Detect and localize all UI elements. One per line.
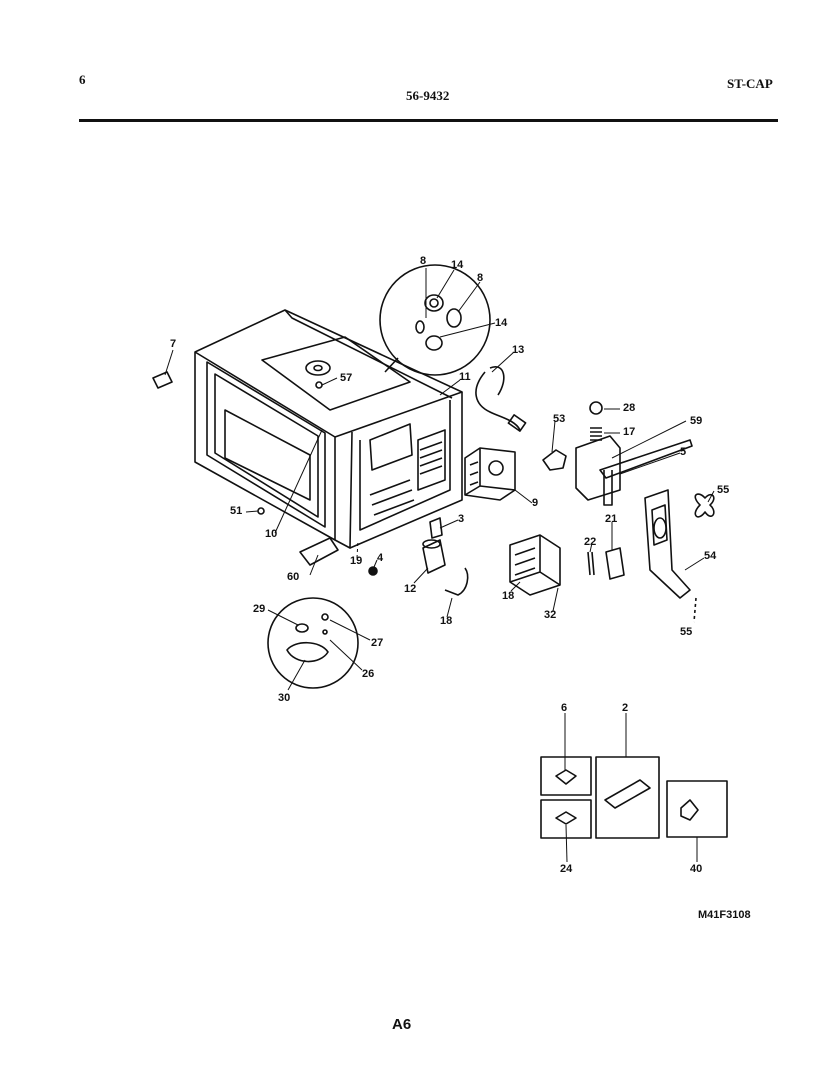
section-code: ST-CAP bbox=[727, 76, 773, 91]
part-7 bbox=[152, 371, 173, 389]
callout-59: 59 bbox=[690, 415, 703, 427]
page-footer-label: A6 bbox=[392, 1016, 412, 1033]
callout-53: 53 bbox=[553, 413, 566, 425]
leader-lines bbox=[164, 268, 715, 863]
callout-17: 17 bbox=[623, 426, 636, 438]
transformer bbox=[509, 534, 561, 596]
capacitor bbox=[422, 517, 446, 574]
callout-54: 54 bbox=[704, 550, 717, 562]
callout-28-right: 28 bbox=[623, 402, 636, 414]
part-60 bbox=[299, 537, 339, 566]
diode bbox=[444, 567, 469, 596]
callout-11: 11 bbox=[459, 371, 471, 383]
callout-14-top: 14 bbox=[451, 259, 464, 271]
fan-blade bbox=[694, 493, 715, 518]
part-59 bbox=[575, 435, 621, 501]
part-4 bbox=[368, 566, 378, 576]
callout-3: 3 bbox=[458, 513, 465, 525]
callout-55-top: 55 bbox=[717, 484, 730, 496]
callout-40: 40 bbox=[690, 863, 703, 875]
part-28 bbox=[589, 401, 603, 415]
callout-22: 22 bbox=[584, 536, 597, 548]
page-number: 6 bbox=[79, 72, 86, 87]
callout-18-transformer: 18 bbox=[502, 590, 515, 602]
callout-13: 13 bbox=[512, 344, 525, 356]
callout-32: 32 bbox=[544, 609, 557, 621]
callout-30: 30 bbox=[278, 692, 291, 704]
figure-code: M41F3108 bbox=[698, 909, 751, 921]
part-17 bbox=[590, 427, 602, 441]
callout-24: 24 bbox=[560, 863, 573, 875]
callout-26: 26 bbox=[362, 668, 375, 680]
callout-10: 10 bbox=[265, 528, 278, 540]
callout-8-top-right: 8 bbox=[477, 272, 484, 284]
callout-14-mid: 14 bbox=[495, 317, 508, 329]
model-number: 56-9432 bbox=[406, 88, 450, 103]
part-53 bbox=[542, 449, 567, 471]
cabinet-frame bbox=[194, 309, 463, 549]
power-cord bbox=[475, 366, 527, 432]
callout-7: 7 bbox=[170, 338, 177, 350]
callout-12: 12 bbox=[404, 583, 417, 595]
magnetron bbox=[464, 447, 516, 501]
callout-6: 6 bbox=[561, 702, 568, 714]
callout-29: 29 bbox=[253, 603, 266, 615]
detail-circle-top bbox=[379, 264, 491, 376]
callout-18-diode: 18 bbox=[440, 615, 453, 627]
part-5 bbox=[599, 439, 693, 479]
callout-57: 57 bbox=[340, 372, 353, 384]
callout-55-bottom: 55 bbox=[680, 626, 693, 638]
callout-19-cabinet: 19 bbox=[350, 555, 363, 567]
detail-circle-bottom bbox=[267, 597, 359, 689]
accessory-boxes bbox=[540, 756, 728, 839]
callout-2: 2 bbox=[622, 702, 629, 714]
callout-51: 51 bbox=[230, 505, 243, 517]
callout-60: 60 bbox=[287, 571, 300, 583]
header-rule bbox=[79, 119, 778, 122]
part-51 bbox=[257, 507, 265, 515]
callout-4: 4 bbox=[377, 552, 384, 564]
callout-9: 9 bbox=[532, 497, 539, 509]
switch bbox=[605, 547, 625, 580]
callout-5: 5 bbox=[680, 446, 687, 458]
callout-21: 21 bbox=[605, 513, 618, 525]
turntable bbox=[305, 360, 331, 389]
callout-8-top-left: 8 bbox=[420, 255, 427, 267]
fan-bracket bbox=[644, 489, 691, 599]
callout-27: 27 bbox=[371, 637, 384, 649]
